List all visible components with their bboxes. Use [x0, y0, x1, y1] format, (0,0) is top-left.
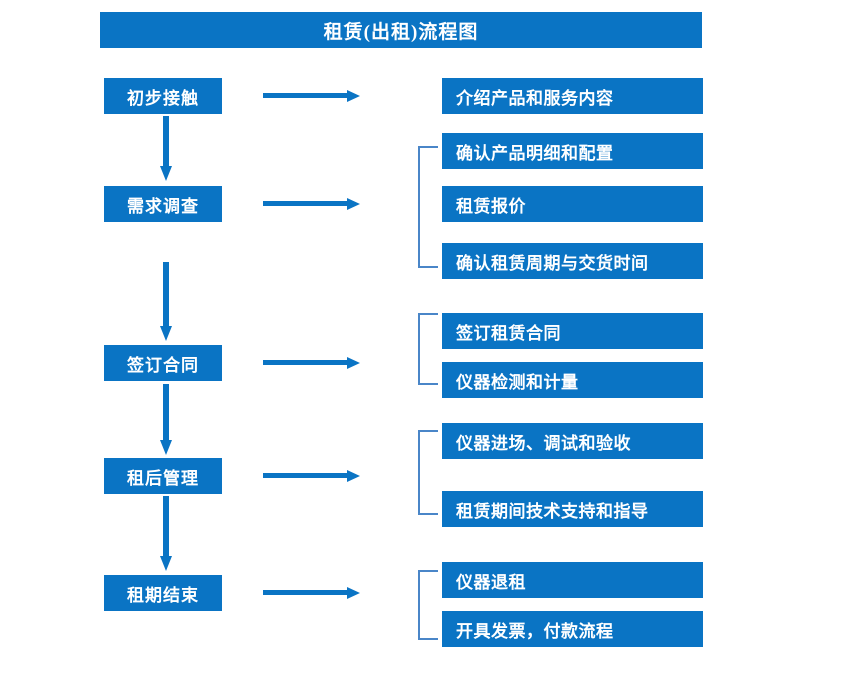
horizontal-arrow-3 [263, 356, 361, 370]
detail-box-4-1[interactable]: 仪器进场、调试和验收 [442, 423, 703, 459]
detail-box-2-1[interactable]: 确认产品明细和配置 [442, 133, 703, 169]
detail-box-2-3[interactable]: 确认租赁周期与交货时间 [442, 243, 703, 279]
vertical-arrow-1-to-2 [159, 116, 173, 182]
stage-box-5[interactable]: 租期结束 [104, 575, 222, 611]
detail-box-1-1[interactable]: 介绍产品和服务内容 [442, 78, 703, 114]
detail-box-4-2[interactable]: 租赁期间技术支持和指导 [442, 491, 703, 527]
group-bracket-5 [418, 570, 438, 640]
horizontal-arrow-4 [263, 469, 361, 483]
detail-box-2-2[interactable]: 租赁报价 [442, 186, 703, 222]
vertical-arrow-2-to-3 [159, 262, 173, 342]
vertical-arrow-3-to-4 [159, 384, 173, 456]
detail-box-5-2[interactable]: 开具发票，付款流程 [442, 611, 703, 647]
stage-box-2[interactable]: 需求调查 [104, 186, 222, 222]
detail-box-3-1[interactable]: 签订租赁合同 [442, 313, 703, 349]
horizontal-arrow-5 [263, 586, 361, 600]
stage-box-3[interactable]: 签订合同 [104, 345, 222, 381]
group-bracket-2 [418, 146, 438, 268]
group-bracket-4 [418, 430, 438, 515]
detail-box-5-1[interactable]: 仪器退租 [442, 562, 703, 598]
stage-box-4[interactable]: 租后管理 [104, 458, 222, 494]
horizontal-arrow-2 [263, 197, 361, 211]
stage-box-1[interactable]: 初步接触 [104, 78, 222, 114]
group-bracket-3 [418, 313, 438, 385]
horizontal-arrow-1 [263, 89, 361, 103]
diagram-title: 租赁(出租)流程图 [100, 12, 702, 48]
vertical-arrow-4-to-5 [159, 496, 173, 572]
detail-box-3-2[interactable]: 仪器检测和计量 [442, 362, 703, 398]
